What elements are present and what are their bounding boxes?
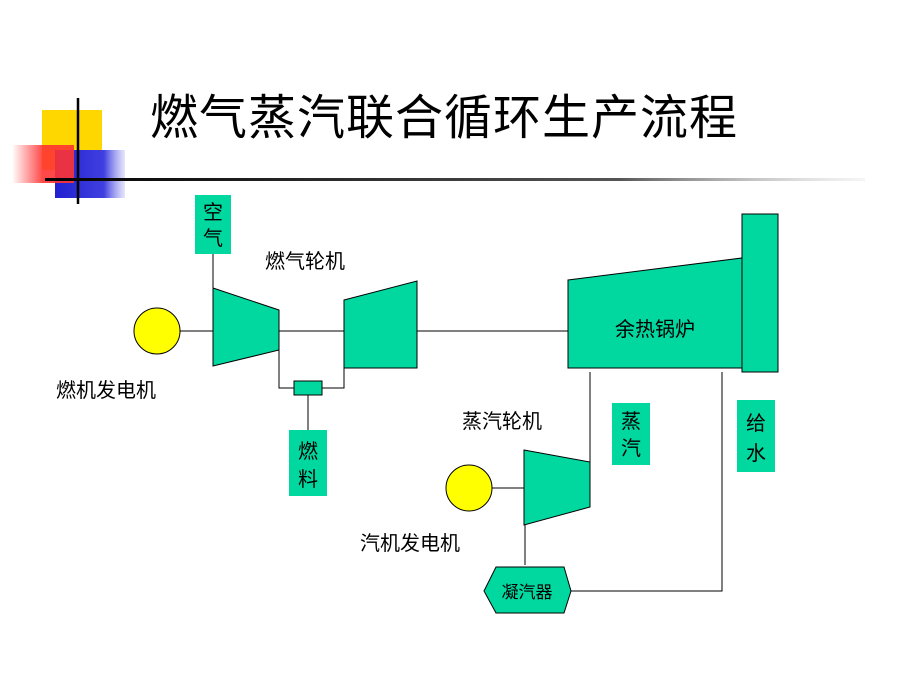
gas-turbine-icon	[343, 280, 418, 369]
corner-decoration	[12, 98, 865, 204]
feedwater-label-box	[737, 400, 775, 472]
feedwater-label-char-2: 水	[746, 441, 766, 465]
steam-label-char-2: 汽	[621, 436, 641, 460]
hrsg-label: 余热锅炉	[615, 317, 695, 341]
steam-turbine-generator-label: 汽机发电机	[360, 531, 460, 555]
condenser-icon	[483, 566, 572, 614]
line-combustor-to-turbine	[322, 368, 345, 389]
steam-turbine-generator-icon	[445, 464, 493, 512]
connection-lines	[180, 254, 723, 592]
air-label-char-1: 空	[203, 200, 223, 224]
air-label-char-2: 气	[203, 226, 223, 250]
gas-turbine-generator-label: 燃机发电机	[56, 378, 156, 402]
fuel-label-char-2: 料	[298, 467, 318, 491]
steam-turbine-icon	[523, 449, 591, 526]
combustor-icon	[293, 380, 323, 396]
title-underline	[45, 178, 865, 181]
slide-title: 燃气蒸汽联合循环生产流程	[150, 90, 739, 146]
feedwater-label-char-1: 给	[746, 411, 766, 435]
steam-label-char-1: 蒸	[621, 409, 641, 433]
fuel-label-char-1: 燃	[298, 439, 318, 463]
fuel-label-box	[289, 430, 327, 496]
gas-turbine-generator-icon	[133, 307, 181, 355]
line-compressor-to-combustor	[278, 350, 294, 389]
gas-turbine-label: 燃气轮机	[265, 249, 345, 273]
deco-red-square	[12, 145, 74, 183]
steam-label-box	[612, 403, 650, 465]
compressor-icon	[212, 287, 280, 367]
hrsg-stack-icon	[741, 213, 779, 373]
air-label-box	[195, 195, 231, 254]
steam-turbine-label: 蒸汽轮机	[462, 409, 542, 433]
hrsg-body-icon	[567, 257, 743, 369]
condenser-label: 凝汽器	[502, 583, 553, 603]
line-condenser-to-hrsg	[570, 372, 723, 592]
